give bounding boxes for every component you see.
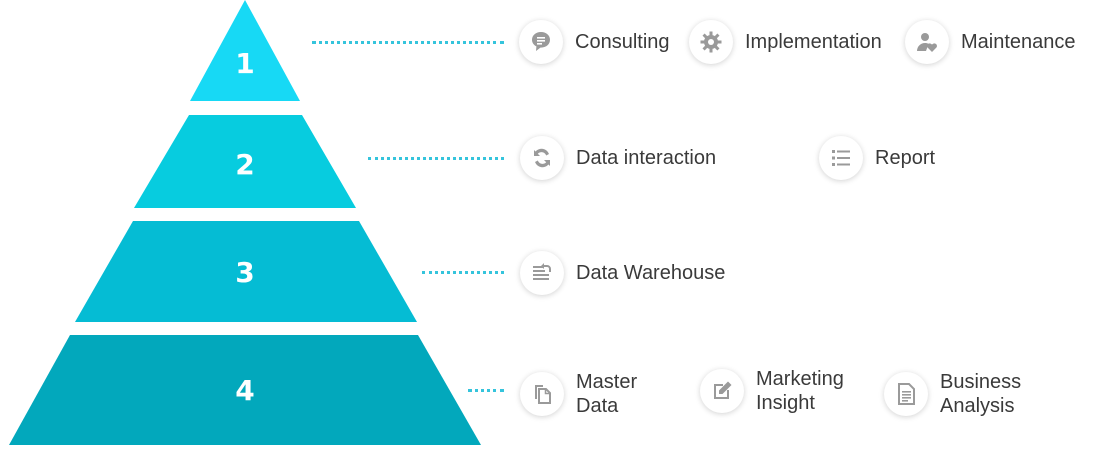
refresh-icon [520,136,564,180]
item-consulting: Consulting [519,20,670,64]
item-label-consulting: Consulting [575,31,670,53]
item-label-business-analysis-line1: Business [940,371,1022,393]
item-label-master-data-line1: Master [576,371,638,393]
item-label-maintenance: Maintenance [961,31,1076,53]
connector-dots-row-3 [422,271,504,274]
item-business-analysis: Business Analysis [884,370,1021,418]
item-label-business-analysis-line2: Analysis [940,395,1015,417]
item-label-marketing-insight: Marketing Insight [756,367,844,415]
pyramid-tier-1 [190,0,300,101]
gear-icon [689,20,733,64]
item-maintenance: Maintenance [905,20,1076,64]
pyramid-tier-3 [75,221,417,322]
item-label-master-data-line2: Data [576,395,619,417]
item-report: Report [819,136,935,180]
pyramid-tier-4 [9,335,481,445]
tier-number-1: 1 [235,47,254,80]
item-implementation: Implementation [689,20,882,64]
edit-icon [700,369,744,413]
item-label-data-interaction: Data interaction [576,147,717,169]
list-icon [819,136,863,180]
user-heart-icon [905,20,949,64]
tier-number-3: 3 [235,256,254,289]
item-label-marketing-insight-line2: Insight [756,392,815,414]
pyramid-diagram: 1 2 3 4 [9,0,481,445]
item-label-implementation: Implementation [745,31,882,53]
item-master-data: Master Data [520,370,637,418]
connector-dots-row-1 [312,41,504,44]
item-label-report: Report [875,147,936,169]
item-label-business-analysis: Business Analysis [940,370,1021,418]
document-return-icon [520,251,564,295]
copy-documents-icon [520,372,564,416]
connector-dots-row-4 [468,389,504,392]
pyramid-tier-2 [134,115,356,208]
item-label-master-data: Master Data [576,370,637,418]
tier-number-2: 2 [235,148,254,181]
item-data-warehouse: Data Warehouse [520,251,725,295]
text-document-icon [884,372,928,416]
item-data-interaction: Data interaction [520,136,716,180]
connector-dots-row-2 [368,157,504,160]
chat-bubble-icon [519,20,563,64]
item-label-data-warehouse: Data Warehouse [576,262,726,284]
tier-number-4: 4 [235,374,254,407]
item-label-marketing-insight-line1: Marketing [756,368,844,390]
item-marketing-insight: Marketing Insight [700,367,844,415]
